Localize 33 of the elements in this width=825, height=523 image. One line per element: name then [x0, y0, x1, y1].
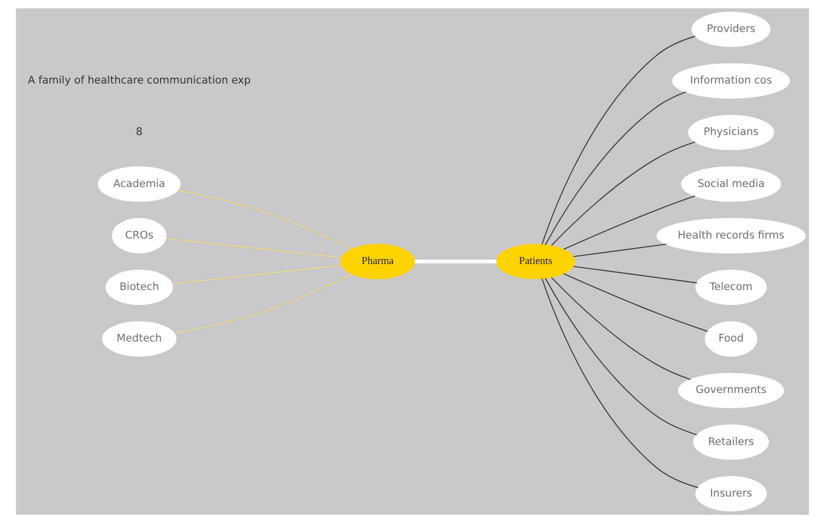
connector	[542, 36, 696, 245]
connector	[551, 277, 692, 380]
node-ellipse: Food	[704, 321, 758, 357]
label: A family of healthcare communication exp	[28, 74, 251, 87]
connector	[573, 266, 698, 284]
node-ellipse: Information cos	[672, 63, 790, 99]
node-ellipse: Health records firms	[656, 218, 806, 254]
node-ellipse: Biotech	[106, 270, 173, 305]
node-ellipse: Governments	[678, 372, 784, 408]
node-ellipse: Physicians	[688, 114, 774, 150]
node-ellipse: Patients	[496, 244, 576, 280]
connector	[414, 260, 497, 264]
connector	[544, 91, 686, 246]
node-ellipse: CROs	[112, 218, 167, 254]
node-ellipse: Retailers	[693, 424, 769, 460]
connector	[544, 278, 698, 436]
node-ellipse: Telecom	[695, 270, 767, 305]
connector	[573, 244, 667, 258]
connector	[166, 238, 342, 258]
node-ellipse: Medtech	[102, 321, 176, 357]
node-ellipse: Social media	[680, 166, 782, 202]
connector	[172, 264, 342, 284]
node-ellipse: Providers	[692, 12, 770, 47]
connector	[563, 196, 696, 250]
connector	[551, 141, 696, 246]
connector	[542, 278, 699, 488]
node-ellipse: Pharma	[340, 244, 415, 280]
connector	[563, 273, 708, 332]
node-ellipse: Insurers	[695, 476, 767, 512]
node-ellipse: Academia	[98, 166, 181, 202]
connector	[177, 190, 352, 250]
label: 8	[136, 126, 143, 138]
connector	[174, 274, 352, 334]
